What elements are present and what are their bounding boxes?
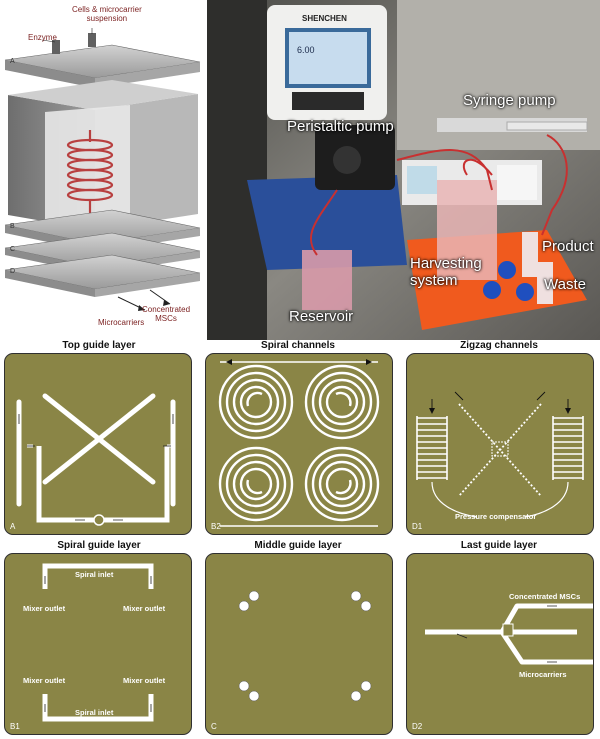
pump-display-value: 6.00	[297, 45, 315, 55]
mixer-outlet-top-right-label: Mixer outlet	[123, 604, 166, 613]
panel-d1-corner-label: D1	[412, 522, 423, 531]
mixer-outlet-bottom-left-label: Mixer outlet	[23, 676, 66, 685]
layer-d-label: D	[10, 268, 16, 275]
pump-brand-label: SHENCHEN	[302, 14, 347, 23]
layer-c-label: C	[10, 246, 16, 253]
panel-c-corner-label: C	[211, 722, 217, 731]
waste-label: Waste	[544, 276, 586, 293]
setup-photo-drawing	[207, 0, 600, 340]
panel-b2-corner-label: B2	[211, 522, 221, 531]
top-guide-channels	[16, 393, 176, 526]
peristaltic-pump-label: Peristaltic pump	[287, 118, 394, 135]
zigzag-channels-title: Zigzag channels	[460, 340, 538, 351]
panel-d2-corner-label: D2	[412, 722, 423, 731]
middle-guide-panel: C	[205, 553, 393, 735]
zigzag-channels-panel: Pressure compensator D1	[406, 353, 594, 535]
spiral-guide-channels	[42, 563, 154, 722]
setup-photo: SHENCHEN 6.00 Syringe pump Peristaltic p…	[207, 0, 600, 340]
spiral-channels-panel: B2	[205, 353, 393, 535]
spiral-guide-title: Spiral guide layer	[57, 540, 141, 551]
top-guide-panel: A	[4, 353, 192, 535]
pressure-compensator-label: Pressure compensator	[455, 512, 537, 521]
top-guide-title: Top guide layer	[62, 340, 136, 351]
spiral-inlet-top-label: Spiral inlet	[75, 570, 114, 579]
spiral-channels-title: Spiral channels	[261, 340, 335, 351]
microcarriers-label: Microcarriers	[98, 318, 145, 327]
spiral-inlet-bottom-label: Spiral inlet	[75, 708, 114, 717]
zigzag-channels-drawing	[416, 391, 584, 518]
panel-a-corner-label: A	[10, 522, 16, 531]
spiral-channels-drawing	[218, 359, 380, 527]
syringe-pump-label: Syringe pump	[463, 92, 556, 109]
enzyme-label: Enzyme	[28, 33, 57, 42]
last-guide-microcarriers-label: Microcarriers	[519, 670, 567, 679]
panel-b1-corner-label: B1	[10, 722, 20, 731]
mixer-outlet-bottom-right-label: Mixer outlet	[123, 676, 166, 685]
mixer-outlet-top-left-label: Mixer outlet	[23, 604, 66, 613]
last-guide-panel: Concentrated MSCs Microcarriers D2	[406, 553, 594, 735]
layer-b-label: B	[10, 223, 15, 230]
product-label: Product	[542, 238, 594, 255]
last-guide-concentrated-label: Concentrated MSCs	[509, 592, 581, 601]
reservoir-label: Reservoir	[289, 308, 354, 325]
last-guide-channels	[425, 603, 593, 665]
last-guide-title: Last guide layer	[460, 540, 538, 551]
device-cad-drawing	[4, 28, 201, 311]
layer-a-label: A	[10, 58, 15, 65]
spiral-guide-panel: Spiral inlet Mixer outlet Mixer outlet M…	[4, 553, 192, 735]
middle-guide-title: Middle guide layer	[254, 540, 342, 551]
middle-guide-holes	[238, 590, 372, 702]
